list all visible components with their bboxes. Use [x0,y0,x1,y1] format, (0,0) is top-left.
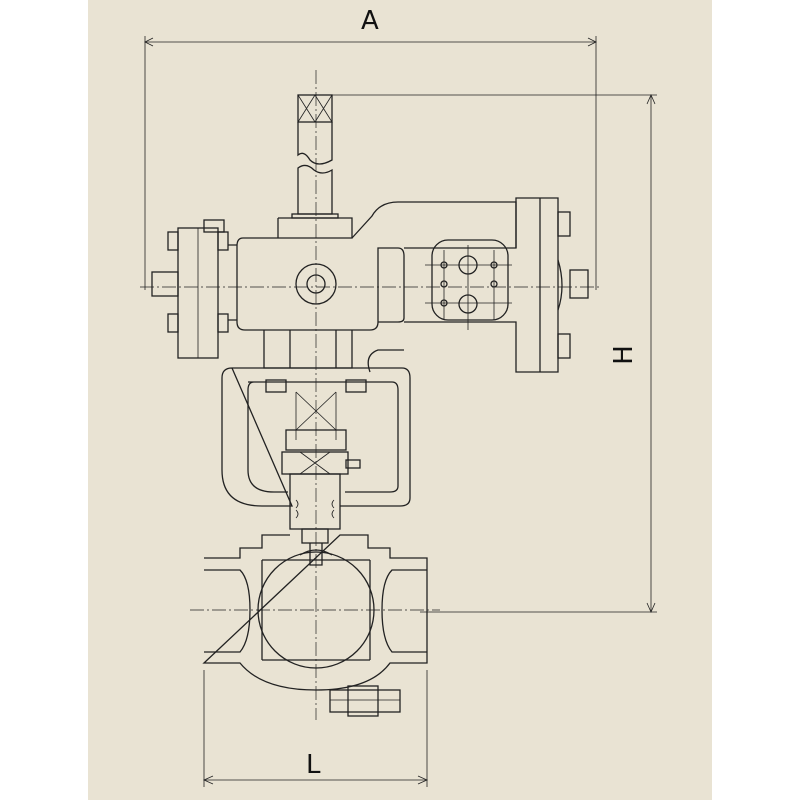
handwheel-stem [291,94,339,219]
gearbox-housing [151,197,589,373]
dimension-l [203,670,428,787]
drawing-sheet [88,0,712,800]
dimension-l-label: L [306,750,321,780]
dimension-a-label: A [361,6,379,36]
dimension-h-label: H [608,345,639,365]
dimension-a [144,36,597,290]
dimension-h [330,94,657,613]
yoke-bracket [221,367,411,566]
ball-valve-body [202,534,428,717]
